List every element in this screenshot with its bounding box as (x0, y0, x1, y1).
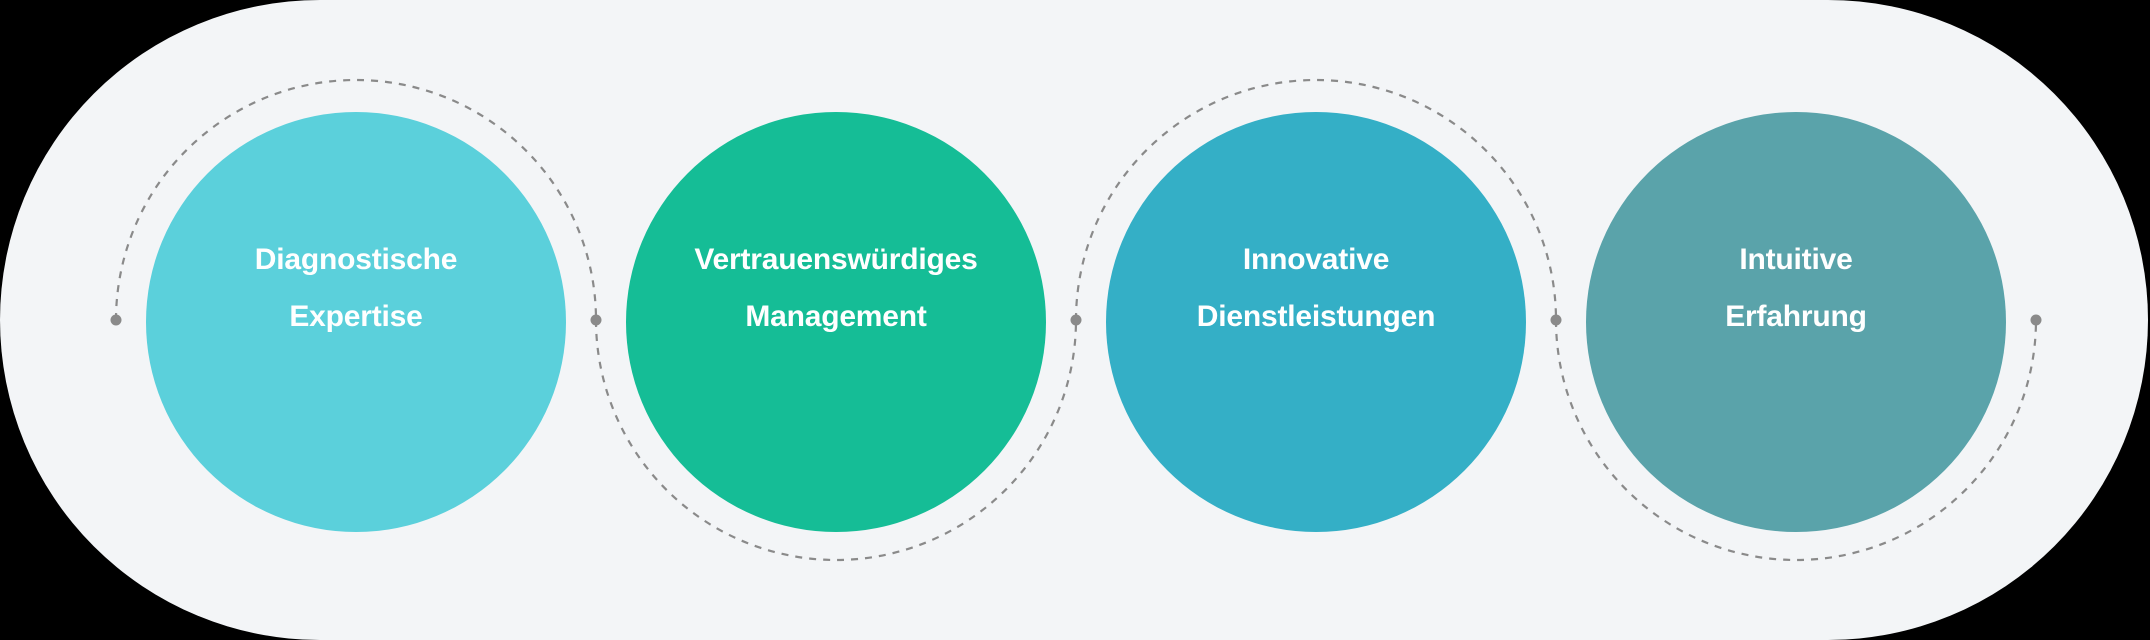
step-circle-intuitive-experience: Intuitive Erfahrung (1586, 112, 2006, 532)
connector-arc-2 (594, 319, 1078, 562)
step-label: Intuitive Erfahrung (1725, 231, 1867, 345)
step-label-line1: Intuitive (1739, 243, 1853, 276)
step-circle-trusted-management: Vertrauenswürdiges Management (626, 112, 1046, 532)
connector-dot-4 (1550, 314, 1562, 326)
step-label: Vertrauenswürdiges Management (694, 231, 977, 345)
step-label: Diagnostische Expertise (254, 231, 458, 345)
step-label-line2: Erfahrung (1725, 300, 1867, 333)
step-label-line2: Expertise (289, 300, 423, 333)
step-circle-innovative-services: Innovative Dienstleistungen (1106, 112, 1526, 532)
step-label-line1: Diagnostische (254, 243, 458, 276)
connector-dot-3 (1070, 314, 1082, 326)
connector-dot-1 (110, 314, 122, 326)
step-label-line2: Dienstleistungen (1196, 300, 1436, 333)
step-label: Innovative Dienstleistungen (1197, 231, 1436, 345)
step-label-line1: Innovative (1242, 243, 1390, 276)
connector-arc-1 (114, 78, 598, 321)
step-label-line1: Vertrauenswürdiges (694, 243, 978, 276)
connector-dot-2 (590, 314, 602, 326)
step-label-line2: Management (745, 300, 927, 333)
connector-arc-3 (1074, 78, 1558, 321)
connector-dot-5 (2030, 314, 2042, 326)
connector-arc-4 (1554, 319, 2038, 562)
step-circle-diagnostic-expertise: Diagnostische Expertise (146, 112, 566, 532)
